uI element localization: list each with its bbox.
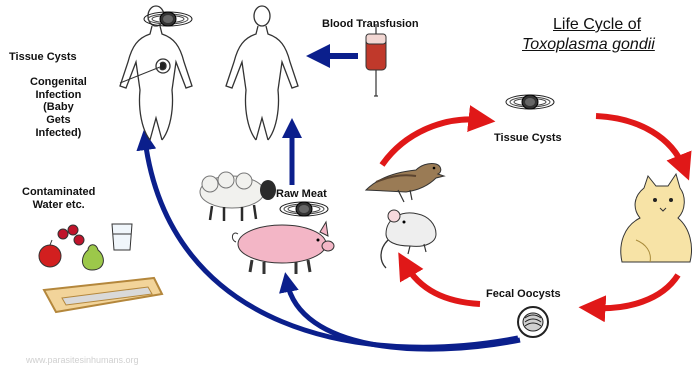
human-figure-icon [120,6,192,140]
label-blood-transfusion: Blood Transfusion [322,18,419,30]
glass-icon [112,224,132,250]
sheep-icon [200,172,276,221]
mouse-icon [381,210,436,268]
congenital-line: (Baby [30,101,87,114]
label-raw-meat: Raw Meat [276,188,327,200]
bird-icon [366,163,444,202]
pig-icon [232,222,334,274]
human-figure-icon [226,6,298,140]
cycle-arrow-cat-to-oocyst [592,275,678,308]
contaminated-line: Contaminated [22,186,95,199]
blood-bag-icon [366,24,386,96]
label-tissue-cysts-human: Tissue Cysts [9,51,77,63]
cycle-arrow-oocyst-to-mouse [405,264,480,304]
congenital-line: Infection [30,89,87,102]
label-congenital-infection: Congenital Infection (Baby Gets Infected… [30,76,87,139]
label-fecal-oocysts: Fecal Oocysts [486,288,561,300]
label-contaminated-water: Contaminated Water etc. [22,186,95,211]
cycle-arrow-bird-to-cyst [382,119,482,165]
cat-icon [621,174,692,262]
title: Life Cycle of [553,16,641,34]
congenital-line: Gets [30,114,87,127]
tissue-cyst-icon [506,95,554,109]
subtitle: Toxoplasma gondii [522,36,655,54]
tissue-cyst-icon [144,12,192,26]
cycle-arrow-cyst-to-cat [596,116,684,168]
oocyst-icon [518,307,548,337]
tray-icon [44,278,162,312]
congenital-line: Congenital [30,76,87,89]
fruit-icon [39,225,103,270]
tissue-cyst-icon [280,202,328,216]
label-tissue-cysts-cycle: Tissue Cysts [494,132,562,144]
congenital-line: Infected) [30,127,87,140]
contaminated-line: Water etc. [22,199,95,212]
watermark: www.parasitesinhumans.org [26,355,139,365]
